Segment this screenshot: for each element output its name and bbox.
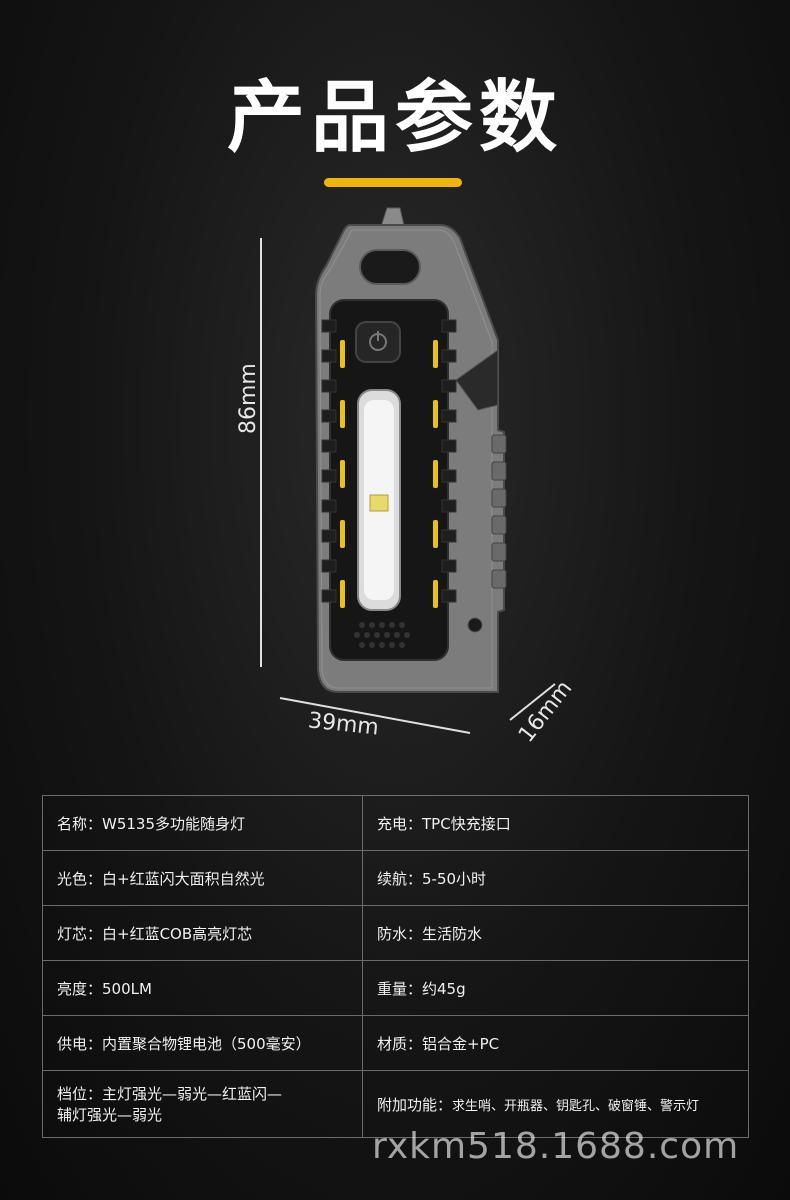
spec-cell: 续航：5-50小时	[362, 850, 749, 906]
spec-cell: 重量：约45g	[362, 960, 749, 1016]
table-row: 亮度：500LM 重量：约45g	[42, 960, 749, 1016]
grip-teeth	[321, 319, 457, 603]
spec-value: TPC快充接口	[422, 814, 511, 833]
width-dimension-line	[279, 697, 471, 734]
spec-value: 铝合金+PC	[422, 1034, 500, 1053]
page-title: 产品参数	[226, 73, 563, 163]
spec-cell: 防水：生活防水	[362, 905, 749, 961]
spec-label: 防水：	[377, 924, 423, 943]
flashlight-product-image	[260, 207, 556, 734]
spec-table: 名称：W5135多功能随身灯 充电：TPC快充接口 光色：白+红蓝闪大面积自然光…	[42, 795, 749, 1138]
spec-label: 材质：	[377, 1034, 423, 1053]
spec-label: 充电：	[377, 814, 423, 833]
table-row: 光色：白+红蓝闪大面积自然光 续航：5-50小时	[42, 850, 749, 906]
table-row: 供电：内置聚合物锂电池（500毫安） 材质：铝合金+PC	[42, 1015, 749, 1071]
spec-value: 生活防水	[422, 924, 483, 943]
spec-label: 重量：	[377, 979, 423, 998]
table-row: 档位：主灯强光—弱光—红蓝闪— 辅灯强光—弱光 附加功能：求生哨、开瓶器、钥匙孔…	[42, 1070, 749, 1138]
height-dimension-label: 86mm	[236, 363, 261, 434]
spec-value: 白+红蓝闪大面积自然光	[102, 869, 265, 888]
spec-cell: 供电：内置聚合物锂电池（500毫安）	[42, 1015, 363, 1071]
spec-label: 灯芯：	[57, 924, 103, 943]
spec-value: W5135多功能随身灯	[102, 814, 246, 833]
table-row: 名称：W5135多功能随身灯 充电：TPC快充接口	[42, 795, 749, 851]
spec-value: 求生哨、开瓶器、钥匙孔、破窗锤、警示灯	[452, 1098, 700, 1114]
spec-cell: 名称：W5135多功能随身灯	[42, 795, 363, 851]
spec-cell: 附加功能：求生哨、开瓶器、钥匙孔、破窗锤、警示灯	[362, 1070, 749, 1138]
side-ridges	[491, 434, 507, 589]
spec-cell: 档位：主灯强光—弱光—红蓝闪— 辅灯强光—弱光	[42, 1070, 363, 1138]
spec-label: 名称：	[57, 814, 103, 833]
keyring-hole	[359, 249, 421, 285]
spec-label: 附加功能：	[377, 1095, 453, 1114]
spec-label: 亮度：	[57, 979, 103, 998]
spec-value: 约45g	[422, 979, 466, 998]
bottle-opener-notch	[455, 349, 499, 411]
spec-label: 光色：	[57, 869, 103, 888]
watermark: rxkm518.1688.com	[372, 1126, 740, 1167]
spec-value: 内置聚合物锂电池（500毫安）	[102, 1034, 311, 1053]
spec-cell: 光色：白+红蓝闪大面积自然光	[42, 850, 363, 906]
title-accent-bar	[324, 178, 462, 187]
spec-value: 主灯强光—弱光—红蓝闪— 辅灯强光—弱光	[57, 1085, 283, 1124]
spec-cell: 材质：铝合金+PC	[362, 1015, 749, 1071]
table-row: 灯芯：白+红蓝COB高亮灯芯 防水：生活防水	[42, 905, 749, 961]
spec-label: 续航：	[377, 869, 423, 888]
spec-label: 供电：	[57, 1034, 103, 1053]
bottom-key-hole	[467, 617, 483, 633]
spec-cell: 充电：TPC快充接口	[362, 795, 749, 851]
spec-value: 白+红蓝COB高亮灯芯	[102, 924, 253, 943]
spec-value: 500LM	[102, 979, 152, 998]
power-button	[355, 321, 401, 363]
spec-cell: 灯芯：白+红蓝COB高亮灯芯	[42, 905, 363, 961]
spec-label: 档位：	[57, 1085, 103, 1103]
aux-led-strips	[340, 340, 438, 608]
spec-cell: 亮度：500LM	[42, 960, 363, 1016]
spec-value: 5-50小时	[422, 869, 487, 888]
depth-dimension-line	[509, 683, 556, 721]
whistle-holes	[354, 622, 410, 648]
